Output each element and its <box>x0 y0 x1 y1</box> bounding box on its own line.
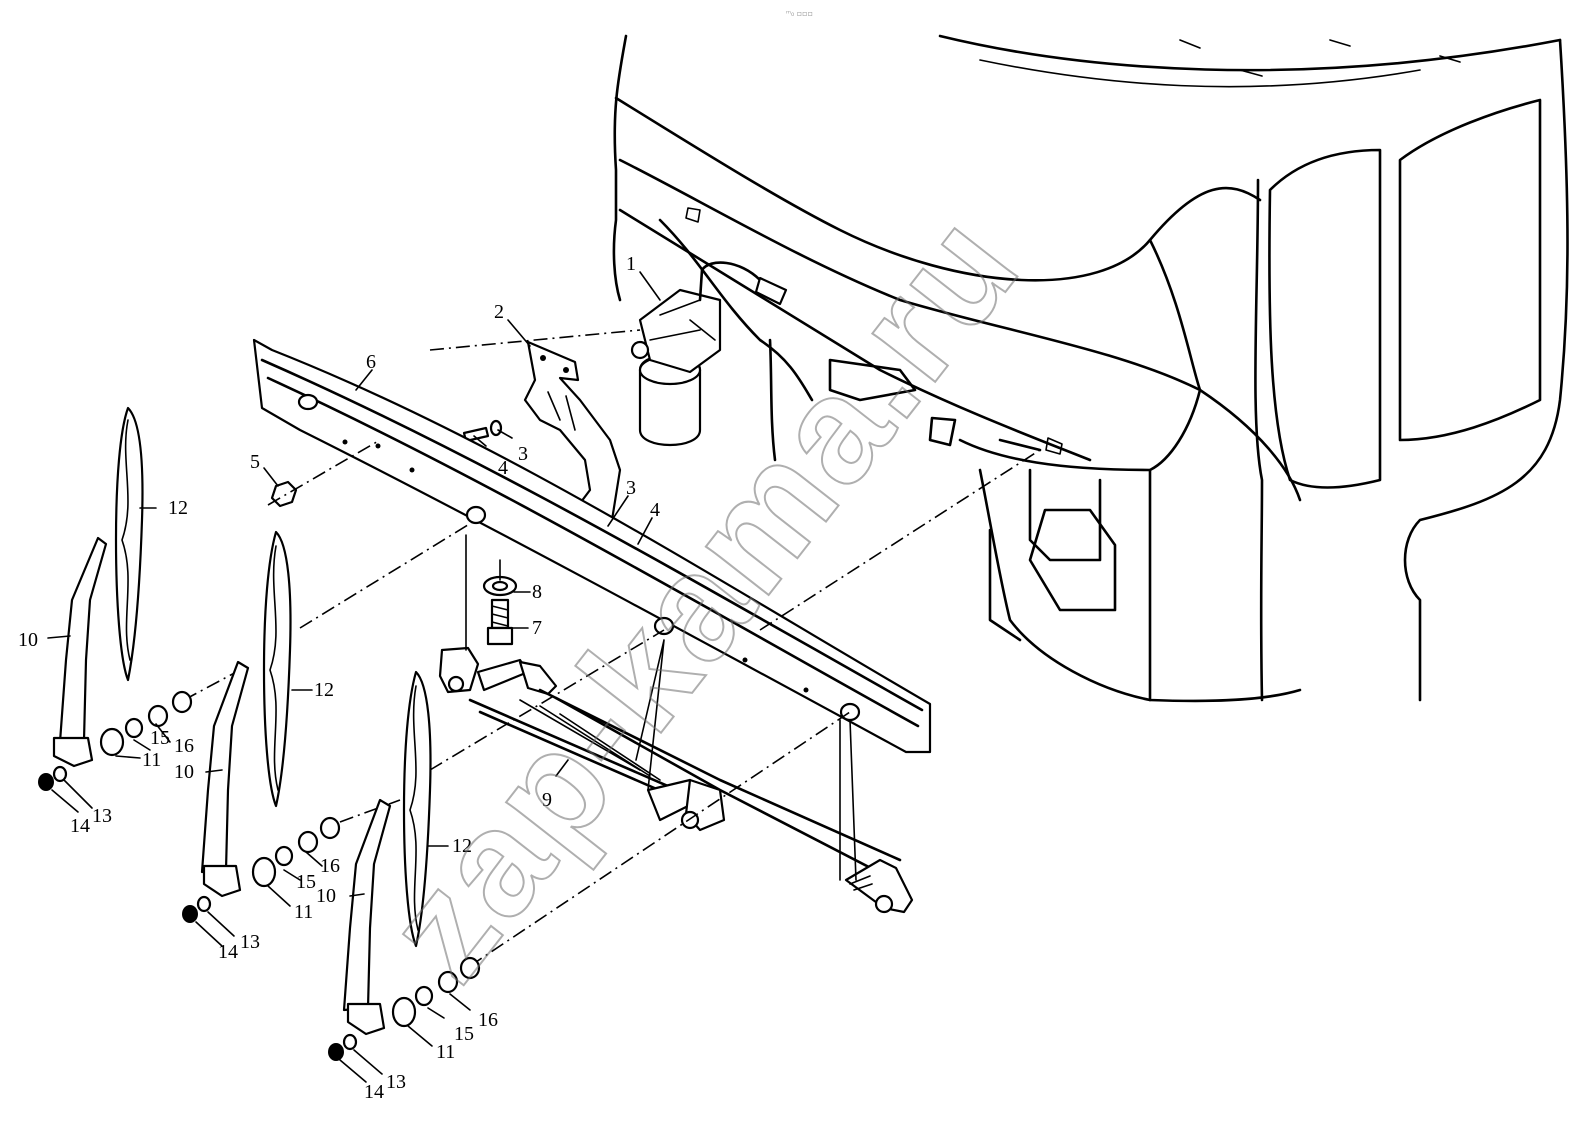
callout-15-right: 15 <box>454 1023 474 1045</box>
callout-14-right: 14 <box>364 1081 384 1103</box>
callout-16-left: 16 <box>174 735 194 757</box>
callout-8: 8 <box>532 581 542 603</box>
callout-5: 5 <box>250 451 260 473</box>
side-window-rear <box>1398 98 1542 442</box>
side-window-front <box>1268 148 1382 489</box>
callout-16-right: 16 <box>478 1009 498 1031</box>
callout-2: 2 <box>494 301 504 323</box>
bolt-washer-upper <box>462 419 503 443</box>
callout-1: 1 <box>626 253 636 275</box>
wiper-blade-center <box>262 530 292 808</box>
grille-slot-1 <box>828 358 917 402</box>
grille-slot-2 <box>928 416 957 447</box>
callout-13-center: 13 <box>240 931 260 953</box>
wiper-set-left <box>38 406 193 791</box>
wiper-arm-left <box>58 536 108 744</box>
callout-3b: 3 <box>626 477 636 499</box>
cab-roof <box>938 34 1562 72</box>
wiper-blade-right <box>402 670 432 948</box>
callout-12-center: 12 <box>314 679 334 701</box>
truck-cab <box>612 34 1569 703</box>
callout-9: 9 <box>542 789 552 811</box>
wiper-set-center <box>182 530 341 923</box>
callout-10-center: 10 <box>174 761 194 783</box>
wiper-arm-center <box>200 660 250 874</box>
callout-11-right: 11 <box>436 1041 455 1063</box>
callout-11-center: 11 <box>294 901 313 923</box>
wiper-motor <box>630 261 788 447</box>
leader-lines <box>47 271 661 1083</box>
callout-labels: 1 2 3 3 4 4 5 6 7 8 9 10 11 12 13 14 15 … <box>18 253 660 1103</box>
nut-5 <box>270 480 298 508</box>
callout-10-left: 10 <box>18 629 38 651</box>
callout-7: 7 <box>532 617 542 639</box>
header-mark: ᵐ₀ ▫▫▫ <box>786 9 813 18</box>
callout-11-left: 11 <box>142 749 161 771</box>
callout-13-right: 13 <box>386 1071 406 1093</box>
cab-pillar-left <box>612 34 628 302</box>
callout-15-center: 15 <box>296 871 316 893</box>
callout-14-left: 14 <box>70 815 90 837</box>
callout-4b: 4 <box>650 499 660 521</box>
callout-15-left: 15 <box>150 727 170 749</box>
wiper-set-right <box>328 670 481 1061</box>
assembly-centerlines <box>183 329 1041 967</box>
callout-3a: 3 <box>518 443 528 465</box>
callout-16-center: 16 <box>320 855 340 877</box>
callout-4a: 4 <box>498 457 508 479</box>
wiper-linkage <box>438 646 914 914</box>
callout-12-left: 12 <box>168 497 188 519</box>
callout-13-left: 13 <box>92 805 112 827</box>
door-front-edge <box>1254 178 1264 702</box>
callout-6: 6 <box>366 351 376 373</box>
wiper-frame-bar <box>252 338 932 754</box>
wiper-blade-left <box>114 406 144 682</box>
headlight-right <box>1028 508 1117 612</box>
callout-12-right: 12 <box>452 835 472 857</box>
callout-10-right: 10 <box>316 885 336 907</box>
callout-14-center: 14 <box>218 941 238 963</box>
bolt-7 <box>486 598 514 646</box>
